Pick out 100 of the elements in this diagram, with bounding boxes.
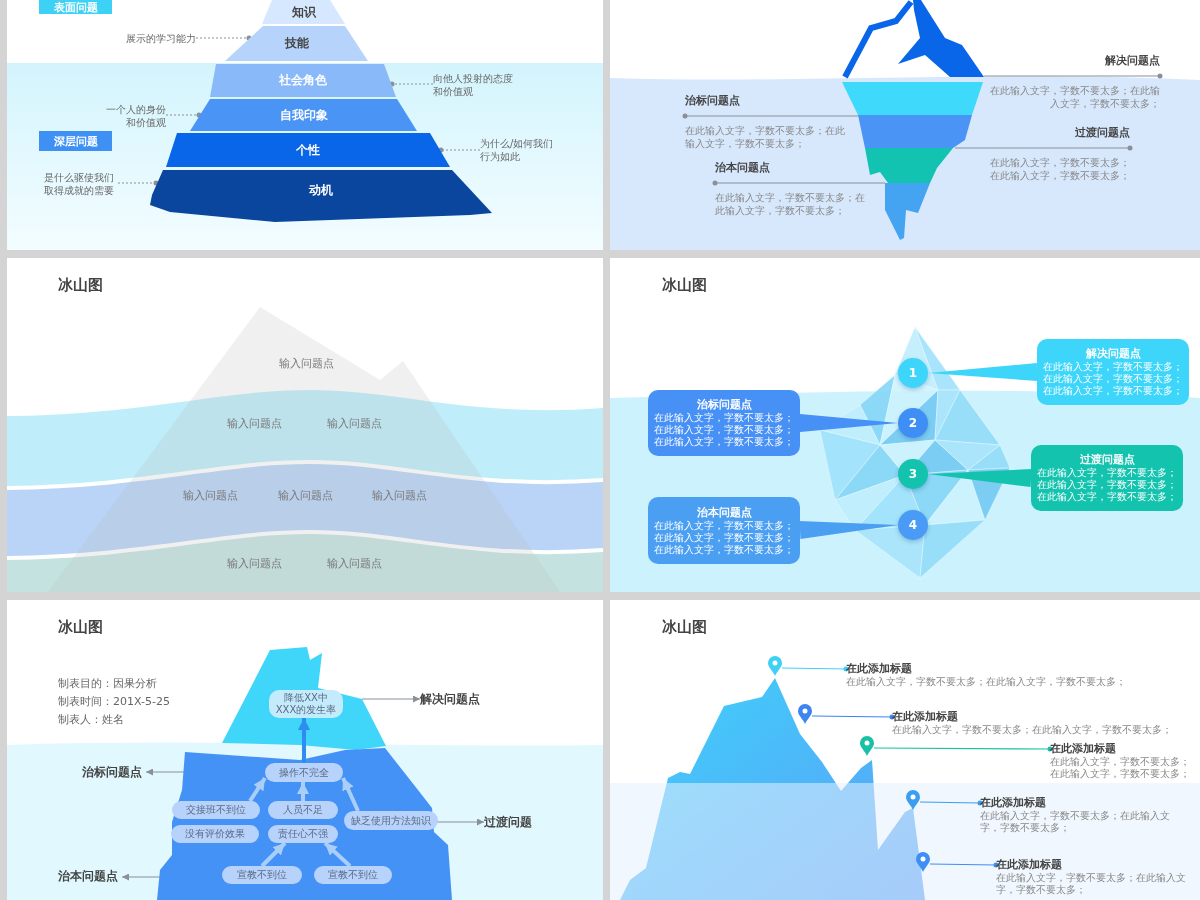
side-label: 解决问题点 [420,692,484,707]
cause-pill: 交接班不到位 [172,801,260,819]
annotation-text: 为什么/如何我们行为如此 [480,137,556,163]
layer-label: 动机 [309,181,333,199]
cause-pill: 宣教不到位 [314,866,392,884]
layer-text: 输入问题点 [276,488,334,504]
map-pin-icon [768,656,782,676]
leader-line [389,81,434,87]
map-pin-icon [916,852,930,872]
arrow [260,841,287,868]
description-text: 在此输入文字，字数不要太多；在此输入文字，字数不要太多； [989,156,1130,182]
description-text: 在此输入文字，字数不要太多；在此输入文字，字数不要太多；在此输入文字，字数不要太多； [654,412,794,448]
info-text: 制表目的：因果分析 [58,676,158,692]
leader-line [954,145,1133,151]
iceberg-layer [166,133,450,167]
layer-text: 输入问题点 [370,488,428,504]
arrow [297,782,309,801]
description-text: 在此输入文字，字数不要太多；在此输入文字，字数不要太多； [1050,756,1191,780]
iceberg-layer [210,64,396,97]
slide-title: 冰山图 [58,277,104,293]
side-label: 治标问题点 [82,765,146,780]
callout-pointer [799,521,898,539]
iceberg-layer [190,99,417,131]
callout-box [648,497,800,564]
cause-pill: 人员不足 [268,801,338,819]
slide-title: 冰山图 [58,619,104,635]
side-label: 过渡问题 [484,815,536,830]
heading-text: 在此添加标题 [892,710,958,724]
cause-pill: 宣教不到位 [222,866,302,884]
heading-text: 治标问题点 [696,398,752,412]
arrow [298,718,310,763]
cause-pill: 降低XX中XXX的发生率 [269,690,343,718]
leader-line [195,35,252,41]
annotation-text: 展示的学习能力 [118,32,196,45]
leader-line [165,112,202,118]
layer-text: 输入问题点 [181,488,239,504]
heading-text: 治标问题点 [685,94,740,108]
description-text: 在此输入文字，字数不要太多；在此输入文字，字数不要太多；在此输入文字，字数不要太多； [1037,467,1177,503]
description-text: 在此输入文字，字数不要太多；在此输入文字，字数不要太多； [892,724,1172,736]
map-pin-icon [906,790,920,810]
slide-title: 冰山图 [662,277,708,293]
layer-text: 输入问题点 [225,416,283,432]
heading-text: 在此添加标题 [1050,742,1116,756]
leader-line [983,73,1163,79]
layer-label: 自我印象 [279,106,328,124]
iceberg-shape [222,647,386,750]
heading-text: 过渡问题点 [1079,453,1135,467]
heading-text: 治本问题点 [696,505,752,520]
arrow [248,776,267,803]
layer-label: 个性 [296,141,320,159]
heading-text: 治本问题点 [715,161,770,175]
layer-text: 输入问题点 [325,416,383,432]
slide-title: 冰山图 [662,619,708,635]
layer-text: 输入问题点 [325,556,383,572]
leader-line [811,714,895,720]
leader-line [873,746,1053,752]
arrow [341,777,360,812]
layer-label: 技能 [284,35,309,52]
heading-text: 解决问题点 [1105,54,1160,68]
iceberg-layer [225,26,368,61]
leader-line [919,800,983,806]
description-text: 在此输入文字，字数不要太多；在此输入文字，字数不要太多； [846,676,1126,688]
cause-pill: 操作不完全 [265,763,343,782]
info-text: 制表时间：201X-5-25 [58,694,171,710]
layer-text: 输入问题点 [277,356,335,372]
iceberg-layer [262,0,345,24]
description-text: 在此输入文字，字数不要太多；在此输入文字，字数不要太多；在此输入文字，字数不要太多； [1043,361,1183,397]
description-text: 在此输入文字，字数不要太多；在此输入文字，字数不要太多； [685,124,845,150]
map-pin-icon [860,736,874,756]
arrow [121,873,161,881]
layer-text: 输入问题点 [225,556,283,572]
iceberg-layer [150,170,492,222]
description-text: 在此输入文字，字数不要太多；在此输入文字，字数不要太多； [989,84,1160,110]
callout-box [1037,339,1189,405]
section-badge: 深层问题 [39,131,112,151]
description-text: 在此输入文字，字数不要太多；在此输入文字，字数不要太多；在此输入文字，字数不要太多； [654,519,794,556]
annotation-text: 一个人的身份和价值观 [102,103,166,129]
heading-text: 过渡问题点 [1075,126,1130,140]
heading-text: 解决问题点 [1085,347,1141,361]
heading-text: 在此添加标题 [980,796,1046,810]
leader-line [929,862,999,868]
leader-line [781,666,849,672]
info-text: 制表人：姓名 [58,712,125,728]
description-text: 在此输入文字，字数不要太多；在此输入文字，字数不要太多； [715,191,865,217]
callout-box [648,390,800,456]
leader-line [117,180,159,186]
description-text: 在此输入文字，字数不要太多；在此输入文字，字数不要太多； [996,872,1186,896]
cause-pill: 责任心不强 [268,825,338,843]
side-label: 治本问题点 [58,869,122,884]
layer-label: 知识 [291,3,316,21]
callout-box [1031,445,1183,511]
heading-text: 在此添加标题 [996,858,1062,872]
arrow [323,841,352,868]
iceberg-shape [157,748,452,900]
cause-pill: 缺乏使用方法知识 [344,811,438,830]
layer-label: 社会角色 [279,72,327,89]
map-pin-icon [798,704,812,724]
heading-text: 在此添加标题 [846,662,912,676]
annotation-text: 是什么驱使我们取得成就的需要 [44,171,118,197]
annotation-text: 向他人投射的态度和价值观 [433,72,517,98]
